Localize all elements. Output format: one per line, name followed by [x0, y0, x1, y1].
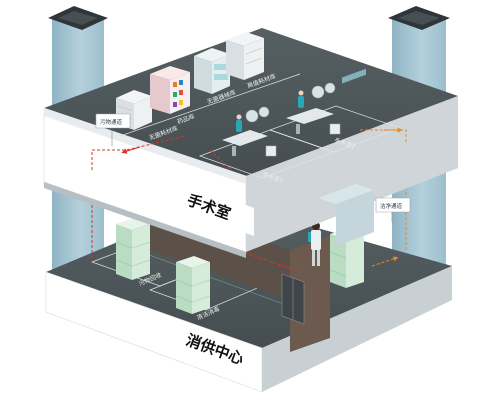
cabinet-drug	[150, 66, 190, 114]
tag-dirty-label: 污物通道	[100, 118, 123, 126]
tag-clean-channel: 洁净通道	[375, 197, 411, 222]
cabinet-sterile-instrument	[194, 48, 230, 94]
or1-equipment	[222, 106, 277, 157]
nurse-figure	[308, 222, 321, 266]
upper-slab-shadow	[44, 182, 246, 258]
tag-dirty-channel: 污物通道	[95, 113, 131, 146]
lower-flow-arrows	[225, 245, 399, 273]
cart-dispatch	[175, 256, 211, 314]
cabinet-high-value	[226, 32, 264, 80]
tag-clean-label: 洁净通道	[380, 202, 403, 210]
or2-equipment	[286, 82, 341, 135]
cart-recovery	[115, 218, 151, 280]
lift-shaft	[318, 68, 374, 246]
upper-floor	[43, 28, 458, 253]
upper-flow-arrows	[91, 127, 407, 171]
